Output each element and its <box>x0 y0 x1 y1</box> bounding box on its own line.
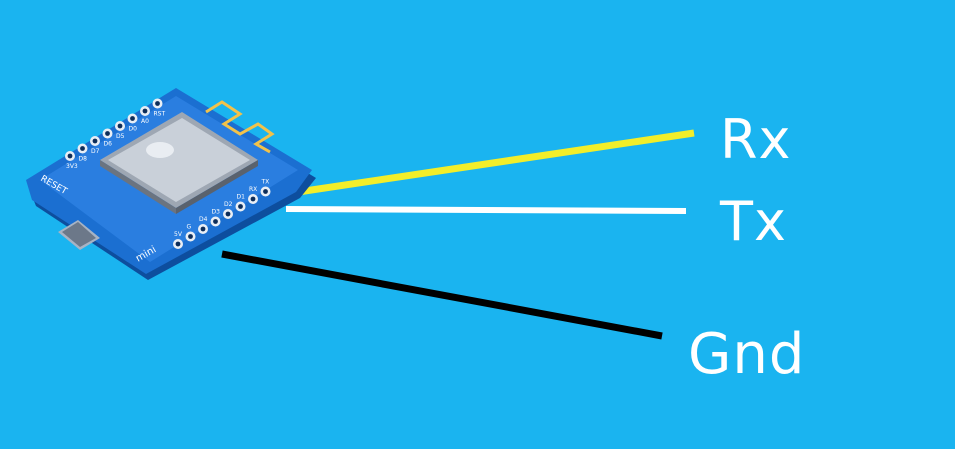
top-pin-label: D6 <box>104 141 113 148</box>
top-pin-label: A0 <box>141 118 149 125</box>
top-pin-center <box>67 153 73 159</box>
bottom-pin-label: D4 <box>199 216 208 223</box>
esp-module-icon <box>100 112 258 214</box>
top-pin-center <box>92 138 98 144</box>
top-pin-center <box>80 146 85 151</box>
top-pin-center <box>117 123 123 129</box>
top-pin-center <box>105 131 110 136</box>
bottom-pin-center <box>263 189 268 194</box>
bottom-pin-label: D2 <box>224 201 233 208</box>
rx-wire <box>297 129 695 196</box>
bottom-pin-center <box>175 241 181 247</box>
bottom-pin-center <box>200 226 206 232</box>
top-pin-label: D0 <box>129 126 138 133</box>
top-pin-label: D8 <box>79 156 88 163</box>
top-pin-label: D5 <box>116 133 125 140</box>
bottom-pin-label: TX <box>261 179 270 186</box>
top-pin-label: 3V3 <box>66 163 78 170</box>
bottom-pin-center <box>213 219 218 224</box>
top-pin-label: RST <box>154 111 166 118</box>
bottom-pin-label: RX <box>249 186 257 193</box>
bottom-pin-label: G <box>187 224 192 231</box>
top-pin-label: D7 <box>91 148 100 155</box>
wifi-antenna-icon <box>205 100 275 154</box>
bottom-pin-label: D3 <box>212 209 221 216</box>
rx-label: Rx <box>720 108 792 171</box>
top-pin-center <box>155 101 160 106</box>
tx-label: Tx <box>720 190 787 253</box>
top-pin-center <box>130 116 135 121</box>
bottom-pin-center <box>238 204 243 209</box>
tx-wire <box>285 206 687 214</box>
bottom-pin-center <box>188 234 193 239</box>
bottom-pin-center <box>225 211 231 217</box>
gnd-label: Gnd <box>688 322 806 387</box>
bottom-pin-center <box>250 196 256 202</box>
top-pin-center <box>142 108 148 114</box>
usb-port-icon <box>58 220 100 250</box>
gnd-wire <box>221 250 663 340</box>
bottom-pin-label: 5V <box>174 231 183 238</box>
bottom-pin-label: D1 <box>237 194 246 201</box>
